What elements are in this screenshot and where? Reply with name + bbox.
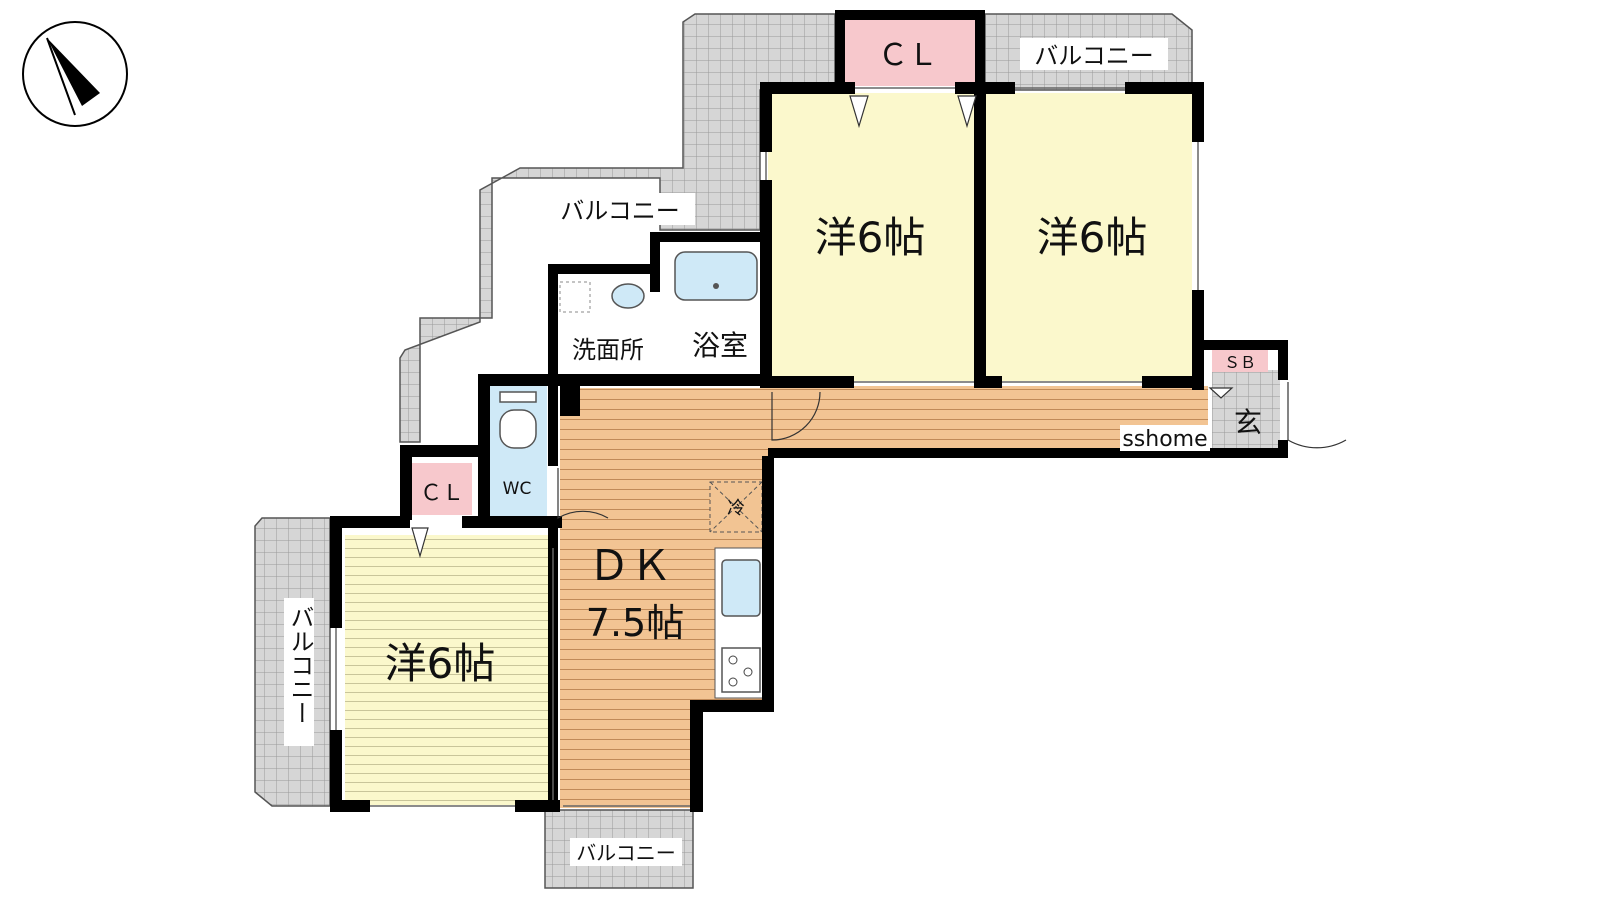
label-entrance: 玄 — [1234, 406, 1262, 439]
western-room-upper-left — [768, 93, 974, 381]
door-swings — [557, 382, 1347, 520]
bathtub — [674, 251, 758, 301]
windows — [335, 87, 1199, 807]
label-western-room-upper-left: 洋6帖 — [815, 213, 926, 262]
label-wc: WC — [503, 479, 532, 499]
western-room-upper-right — [984, 93, 1192, 381]
label-fridge: 冷 — [727, 498, 745, 519]
shoe-box — [1212, 350, 1268, 372]
fridge-space — [709, 481, 763, 533]
wc-room — [487, 385, 547, 520]
label-western-room-lower: 洋6帖 — [385, 639, 496, 688]
sink-icon — [721, 559, 761, 617]
watermark: sshome — [1122, 427, 1207, 452]
closet-left — [412, 463, 472, 515]
entrance-floor — [1212, 370, 1280, 448]
label-bath: 浴室 — [692, 329, 748, 362]
toilet-icon — [499, 391, 537, 449]
stove-icon — [721, 647, 761, 693]
label-western-room-upper-right: 洋6帖 — [1037, 213, 1148, 262]
label-dk-size: 7.5帖 — [586, 601, 684, 645]
label-balcony-top-right: バルコニー — [1034, 42, 1154, 70]
label-washroom: 洗面所 — [572, 336, 644, 364]
label-balcony-left: バルコニー — [286, 605, 314, 725]
closet-doors — [411, 95, 977, 559]
closet-top — [840, 20, 975, 86]
wash-basin-icon — [611, 283, 645, 309]
label-closet-top: ＣＬ — [878, 38, 938, 73]
north-arrow-icon — [22, 21, 128, 127]
western-room-lower — [345, 535, 550, 805]
label-dk-name: ＤＫ — [588, 541, 672, 590]
label-balcony-bottom: バルコニー — [576, 841, 676, 865]
label-shoe-box: ＳＢ — [1224, 353, 1256, 372]
label-closet-left: ＣＬ — [420, 481, 464, 506]
label-balcony-middle: バルコニー — [560, 197, 680, 225]
